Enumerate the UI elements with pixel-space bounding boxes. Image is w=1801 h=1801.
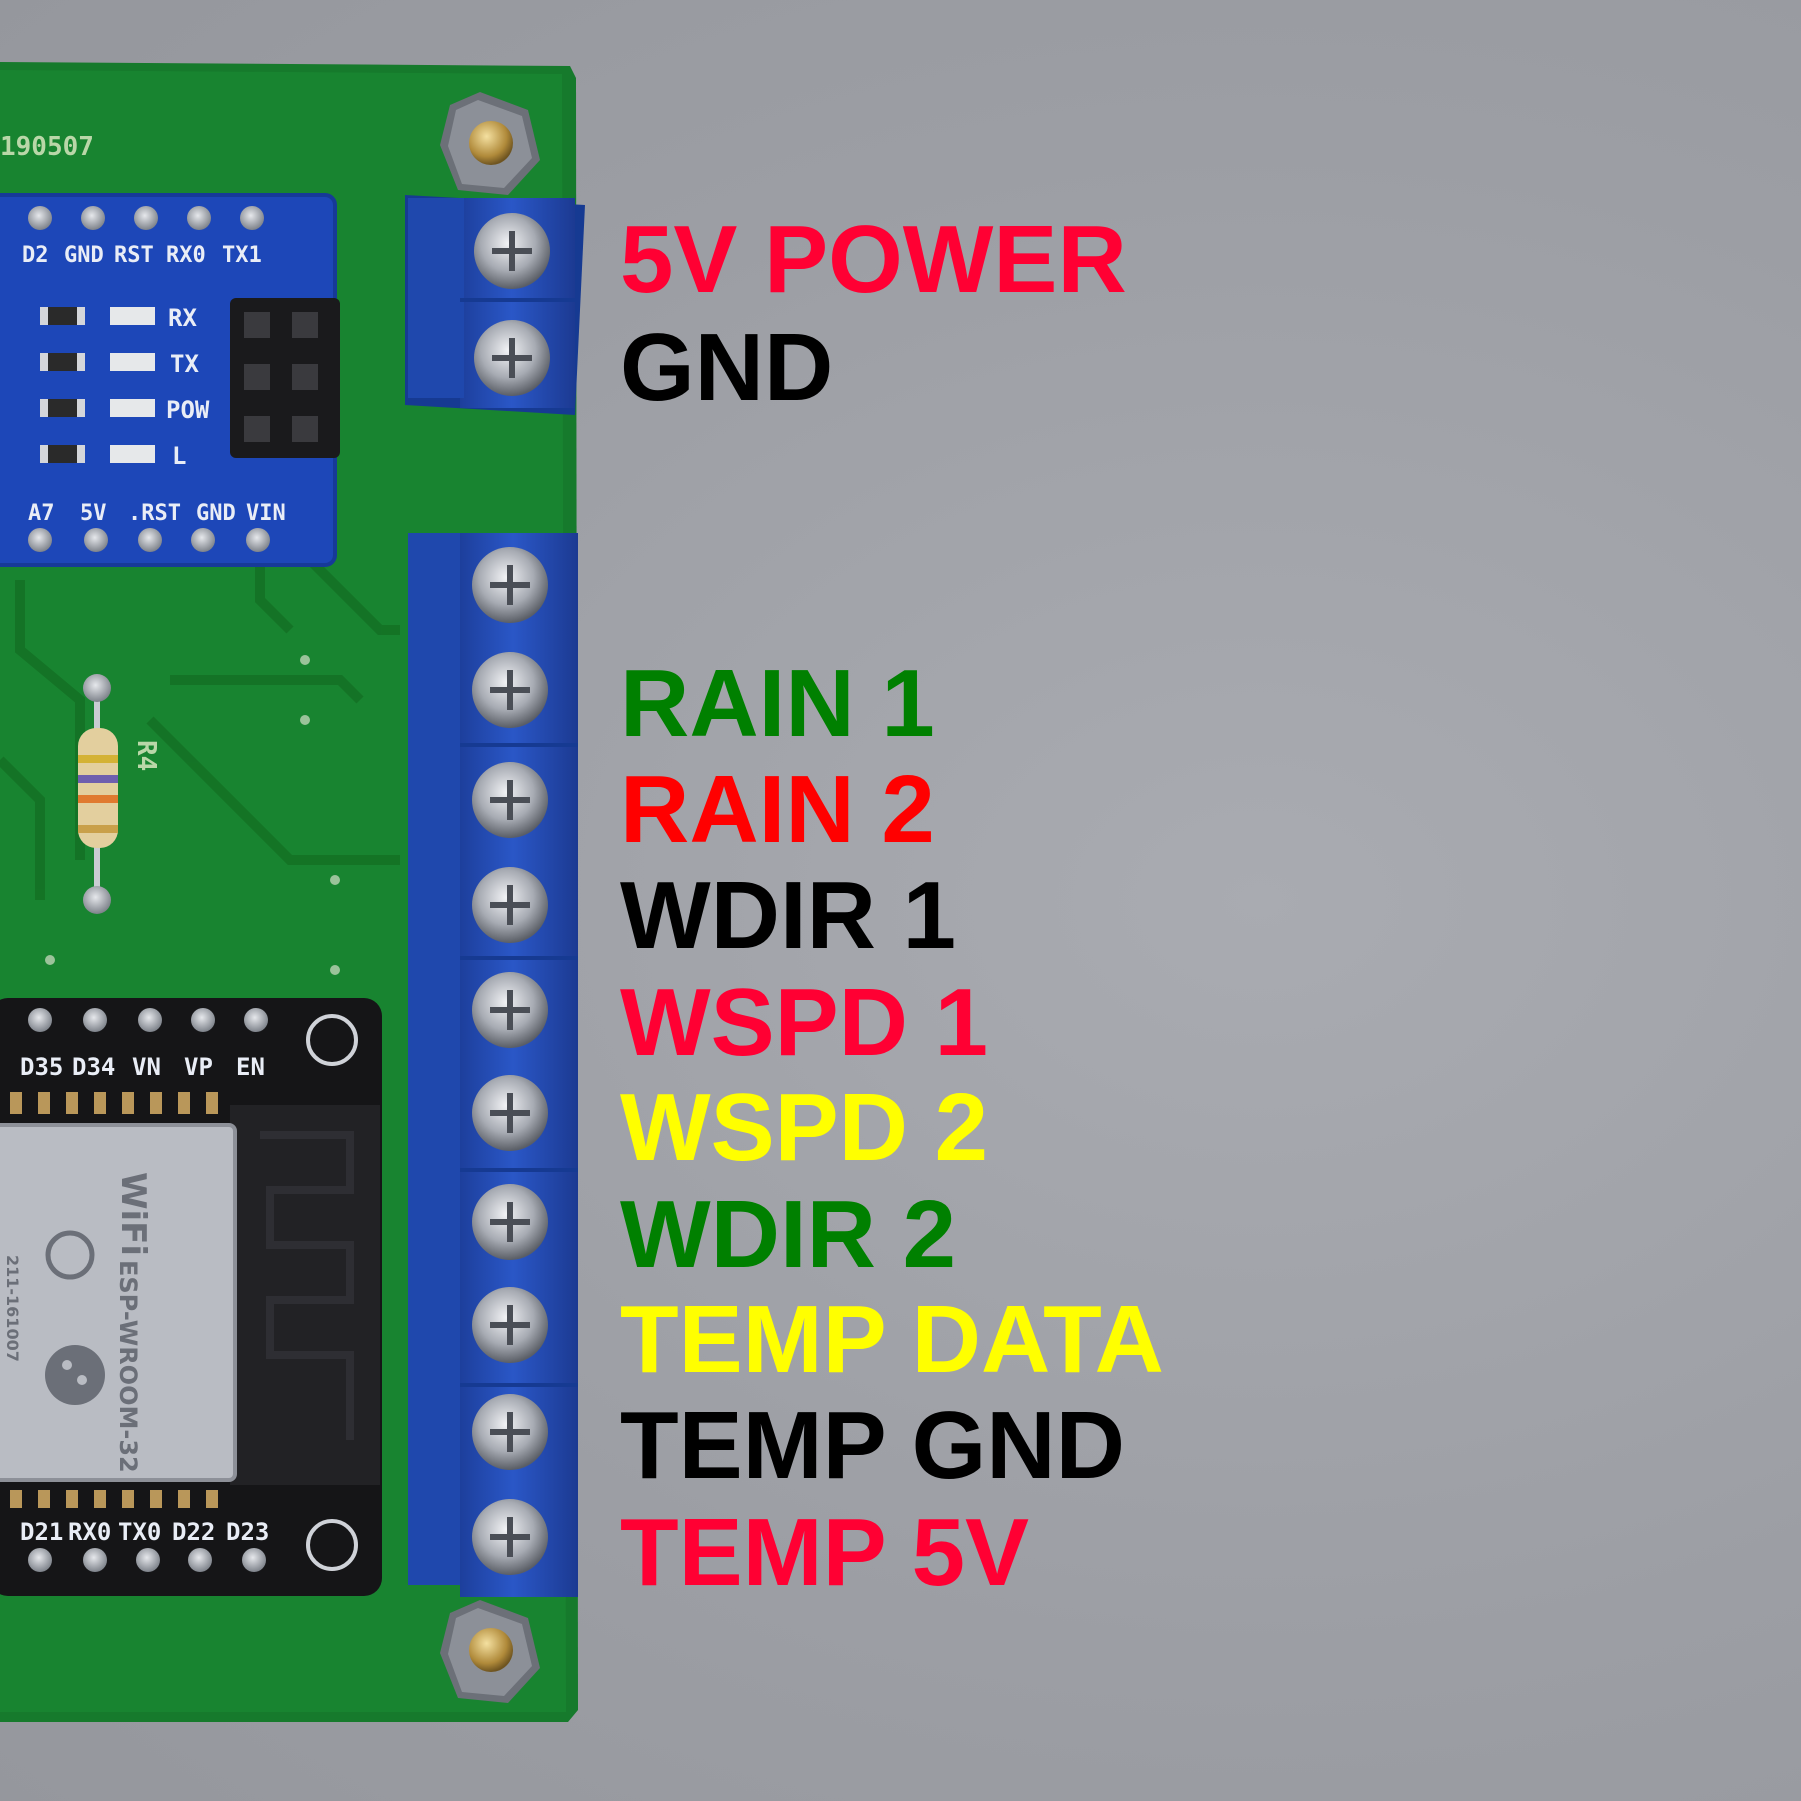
label-temp-data: TEMP DATA <box>620 1286 1164 1393</box>
nano-bottom-pads <box>28 528 270 552</box>
standoff-bottom <box>440 1600 540 1703</box>
label-temp-5v: TEMP 5V <box>620 1499 1030 1606</box>
label-rain-2: RAIN 2 <box>620 756 935 863</box>
nano-pin-label: RX0 <box>166 243 206 268</box>
power-terminal-block <box>405 195 585 415</box>
label-gnd: GND <box>620 314 834 421</box>
nano-top-pads <box>28 206 264 230</box>
label-rain-1: RAIN 1 <box>620 650 935 757</box>
esp-pin-label: EN <box>236 1053 265 1081</box>
esp-cert-code: 211-161007 <box>3 1255 22 1362</box>
nano-pin-label: 5V <box>80 501 107 526</box>
nano-pin-label: GND <box>64 243 104 268</box>
esp-pin-label: TX0 <box>118 1518 161 1546</box>
label-wspd-1: WSPD 1 <box>620 969 989 1076</box>
nano-led-label: L <box>172 442 186 470</box>
icsp-header <box>230 298 340 458</box>
esp-pin-label: D22 <box>172 1518 215 1546</box>
label-wspd-2: WSPD 2 <box>620 1074 989 1181</box>
nano-pin-label: TX1 <box>222 243 262 268</box>
esp32-devkit: D35 D34 VN VP EN WiFi ESP-WROOM-32 211-1… <box>0 998 382 1596</box>
nano-pin-label: .RST <box>128 501 181 526</box>
sensor-terminal-block <box>408 533 578 1597</box>
label-temp-gnd: TEMP GND <box>620 1392 1125 1499</box>
nano-pin-label: RST <box>114 243 154 268</box>
esp-pin-label: D35 <box>20 1053 63 1081</box>
label-wdir-1: WDIR 1 <box>620 862 956 969</box>
nano-led-label: TX <box>170 350 199 378</box>
resistor-ref-label: R4 <box>131 740 161 771</box>
esp-pin-label: RX0 <box>68 1518 111 1546</box>
nano-leds <box>40 307 155 463</box>
esp-module-label: ESP-WROOM-32 <box>114 1260 142 1473</box>
nano-pin-label: A7 <box>28 501 55 526</box>
nano-pin-label: VIN <box>246 501 286 526</box>
nano-pin-label: GND <box>196 501 236 526</box>
esp-bottom-pads <box>28 1548 266 1572</box>
arduino-nano-module: D2 GND RST RX0 TX1 RX TX POW L <box>0 193 340 567</box>
label-wdir-2: WDIR 2 <box>620 1181 956 1288</box>
esp-wifi-label: WiFi <box>113 1172 153 1256</box>
esp-wroom-32-module: WiFi ESP-WROOM-32 211-161007 <box>0 1123 237 1482</box>
label-5v-power: 5V POWER <box>620 206 1127 313</box>
nano-led-label: RX <box>168 304 197 332</box>
standoff-top <box>440 92 540 195</box>
nano-pin-label: D2 <box>22 243 49 268</box>
esp-pin-label: D23 <box>226 1518 269 1546</box>
esp-pin-label: D34 <box>72 1053 115 1081</box>
esp-pin-label: VP <box>184 1053 213 1081</box>
board-date-code: 190507 <box>0 132 94 162</box>
resistor-r4: R4 <box>78 674 161 914</box>
esp-top-pads <box>28 1008 268 1032</box>
esp-pin-label: VN <box>132 1053 161 1081</box>
nano-led-label: POW <box>166 396 210 424</box>
esp-pin-label: D21 <box>20 1518 63 1546</box>
